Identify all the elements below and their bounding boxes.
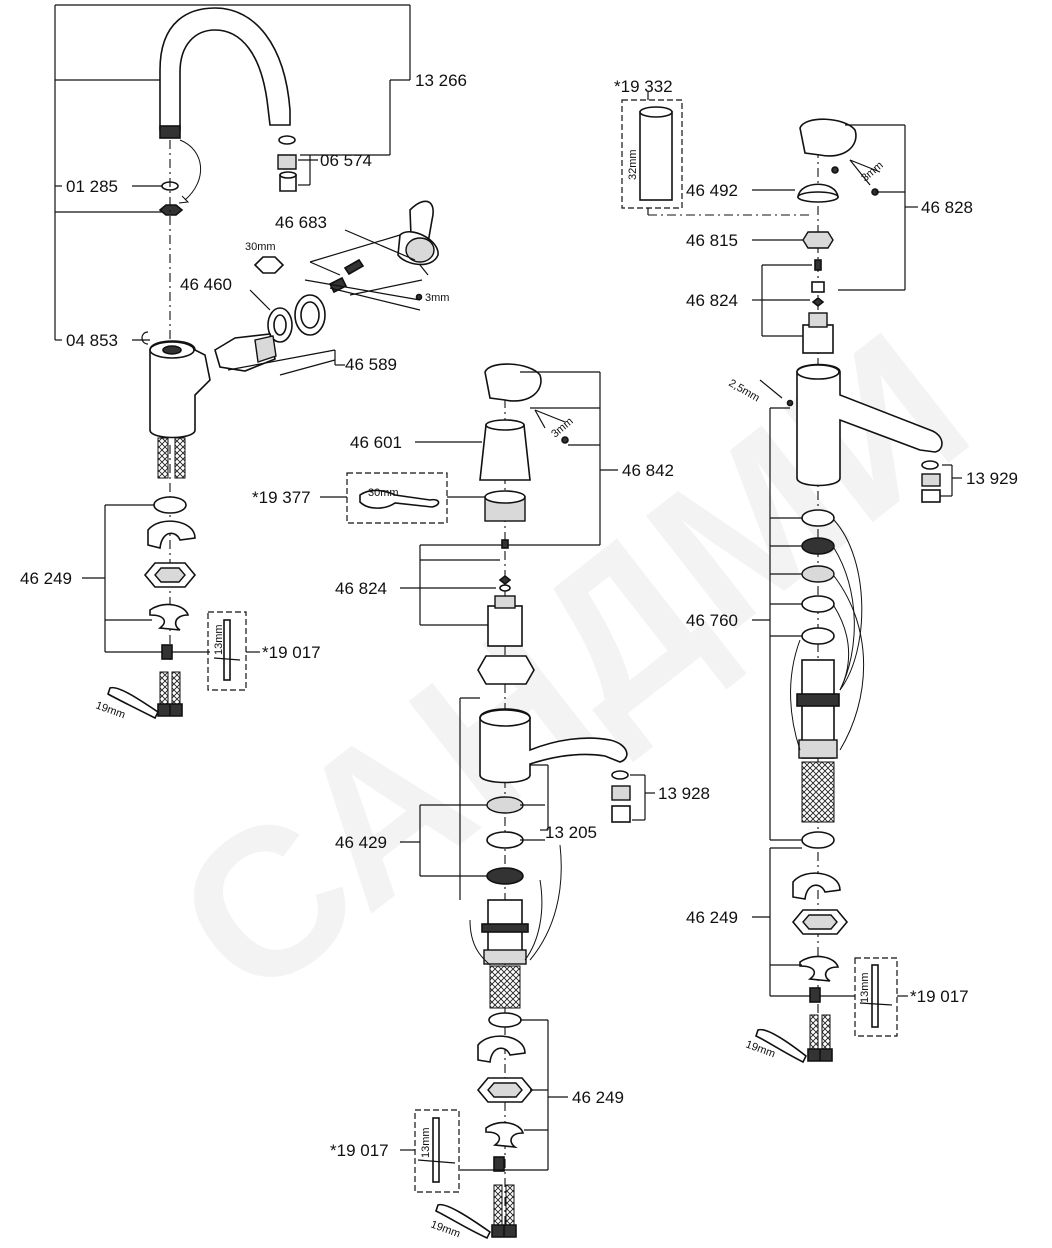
watermark: САНДМИ [135, 288, 1009, 1043]
label-46249-left: 46 249 [20, 569, 72, 588]
label-19377: *19 377 [252, 488, 311, 507]
right-assembly [621, 92, 962, 1064]
tool-13mm-middle: 13mm [420, 1127, 432, 1158]
label-46249-right: 46 249 [686, 908, 738, 927]
tool-30mm-hex: 30mm [245, 241, 276, 253]
label-19332: *19 332 [614, 77, 673, 96]
label-46589: 46 589 [345, 355, 397, 374]
tool-13mm-right: 13mm [859, 972, 871, 1003]
tool-3mm-middle: 3mm [549, 415, 575, 440]
left-assembly [54, 4, 439, 720]
label-46760: 46 760 [686, 611, 738, 630]
label-46824-right: 46 824 [686, 291, 738, 310]
label-13928: 13 928 [658, 784, 710, 803]
label-13929: 13 929 [966, 469, 1018, 488]
swan-neck-spout [159, 7, 291, 131]
label-46460: 46 460 [180, 275, 232, 294]
label-06574: 06 574 [320, 151, 372, 170]
label-46249-middle: 46 249 [572, 1088, 624, 1107]
tool-32mm: 32mm [627, 149, 639, 180]
middle-assembly [320, 363, 655, 1240]
label-46492: 46 492 [686, 181, 738, 200]
label-04853: 04 853 [66, 331, 118, 350]
label-46601: 46 601 [350, 433, 402, 452]
tool-30mm-wrench: 30mm [368, 487, 399, 499]
label-46429: 46 429 [335, 833, 387, 852]
tool-19mm-left: 19mm [94, 700, 127, 722]
tool-3mm-left: 3mm [425, 292, 449, 304]
part-labels: 13 266 06 574 01 285 46 683 46 460 04 85… [20, 71, 1018, 1160]
label-46815: 46 815 [686, 231, 738, 250]
tool-13mm-left: 13mm [213, 624, 225, 655]
label-46842: 46 842 [622, 461, 674, 480]
label-19017-middle: *19 017 [330, 1141, 389, 1160]
label-13205: 13 205 [545, 823, 597, 842]
label-13266: 13 266 [415, 71, 467, 90]
label-19017-right: *19 017 [910, 987, 969, 1006]
label-01285: 01 285 [66, 177, 118, 196]
label-46824-middle: 46 824 [335, 579, 387, 598]
label-19017-left: *19 017 [262, 643, 321, 662]
tool-3mm-right: 3mm [859, 159, 885, 184]
label-46828: 46 828 [921, 198, 973, 217]
label-46683: 46 683 [275, 213, 327, 232]
mixer-body-left [149, 340, 211, 439]
